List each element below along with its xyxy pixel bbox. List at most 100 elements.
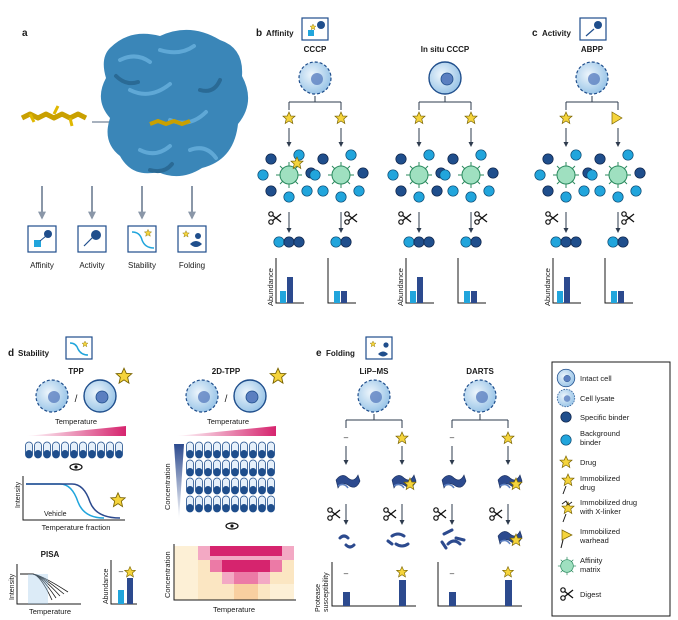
legend: Intact cell Cell lysate Specific binder … — [551, 361, 671, 617]
cell-lysate-icon — [556, 388, 576, 408]
panel-b-title: Affinity — [266, 29, 294, 38]
panel-c-title: Activity — [542, 29, 571, 38]
ylabel-abundance-b2: Abundance — [396, 268, 405, 306]
method-darts: DARTS — [466, 367, 494, 376]
folding-header-icon — [365, 336, 393, 360]
panel-c-letter: c — [532, 28, 538, 39]
bar-insitu-ctrl-bg — [464, 291, 470, 303]
panel-c: c Activity ABPP Abundance — [532, 17, 646, 306]
temperature-wedge — [26, 426, 126, 436]
bar-abpp-ctrl-bg — [611, 291, 617, 303]
darts-bar-vehicle — [449, 592, 456, 606]
panel-a: a — [20, 28, 249, 270]
digest-icon — [433, 507, 447, 521]
bar-cccp-bg — [280, 291, 286, 303]
digest-icon — [489, 507, 503, 521]
legend-label-1: Cell lysate — [580, 394, 615, 403]
panel-e-title: Folding — [326, 349, 355, 358]
drug-icon — [501, 431, 515, 444]
pisa-xlabel: Temperature — [29, 607, 71, 616]
tube-row-tpp — [25, 441, 123, 459]
panel-a-letter: a — [22, 28, 28, 39]
pisa-ylabel: Intensity — [9, 573, 16, 600]
method-cccp: CCCP — [304, 45, 327, 54]
darts-bar-dash: – — [450, 569, 455, 578]
eluted-binders — [273, 236, 482, 248]
affinity-bead-cccp-2 — [309, 149, 369, 203]
eluted-binders-abpp — [550, 236, 629, 248]
activity-header-icon — [579, 17, 607, 41]
digest-icon — [621, 211, 635, 225]
method-lip-ms: LiP–MS — [360, 367, 390, 376]
ylabel-abundance-c: Abundance — [543, 268, 552, 306]
drug-icon — [282, 111, 296, 124]
affinity-bead-abpp-1 — [534, 149, 594, 203]
concentration-wedge — [174, 444, 184, 520]
bar-insitu-ctrl-specific — [471, 291, 477, 303]
pisa-bar-drug — [127, 578, 133, 604]
panel-b-letter: b — [256, 28, 262, 39]
legend-label-4: Drug — [580, 458, 596, 467]
ylabel-protease-2: susceptibility — [323, 572, 330, 612]
affinity-header-icon — [301, 17, 329, 41]
label-affinity: Affinity — [30, 261, 54, 270]
cell-lysate-tpp — [35, 379, 69, 413]
cell-lysate-abpp — [575, 61, 609, 95]
legend-label-6: Immobilized drug — [580, 498, 637, 507]
panel-e: e Folding LiP–MS DARTS – – — [315, 336, 523, 612]
centrifuge-icon — [69, 463, 83, 471]
legend-label-8: Affinity — [580, 556, 603, 565]
drug-icon — [396, 566, 408, 578]
label-activity: Activity — [79, 261, 104, 270]
method-pisa: PISA — [41, 550, 60, 559]
pisa-integrated-area — [28, 574, 48, 604]
ylabel-abundance-b1: Abundance — [266, 268, 275, 306]
drug-molecule — [20, 105, 88, 127]
stability-icon — [127, 225, 157, 253]
tpp-temperature-label: Temperature — [55, 417, 97, 426]
heatmap-ylabel: Concentration — [163, 551, 172, 598]
tpp2d-temperature-label: Temperature — [207, 417, 249, 426]
legend-label-3b: binder — [580, 438, 601, 447]
darts-bar-drug — [505, 580, 512, 606]
legend-label-0: Intact cell — [580, 374, 612, 383]
pisa-bar-vehicle — [118, 590, 124, 604]
bar-insitu-bg — [410, 291, 416, 303]
pisa-vehicle-dash: – — [119, 567, 124, 576]
digest-icon — [344, 211, 358, 225]
protein-folded — [441, 474, 467, 489]
cell-lysate-lip — [357, 379, 391, 413]
bar-cccp-specific — [287, 277, 293, 303]
drug-icon — [115, 367, 133, 384]
digest-icon — [474, 211, 488, 225]
heatmap-xlabel: Temperature — [213, 605, 255, 614]
immobilized-warhead-icon — [560, 529, 573, 549]
bar-cccp-ctrl-specific — [341, 291, 347, 303]
legend-label-2: Specific binder — [580, 413, 630, 422]
activity-icon — [77, 225, 107, 253]
affinity-bead-abpp-2 — [586, 149, 646, 203]
stability-header-icon — [65, 336, 93, 360]
tube-grid-2dtpp — [186, 441, 275, 513]
tpp-vehicle-label: Vehicle — [44, 511, 67, 518]
method-abpp: ABPP — [581, 45, 604, 54]
panel-b: b Affinity CCCP In situ CCCP — [256, 17, 499, 306]
drug-icon — [412, 111, 426, 124]
immobilized-drug-icon — [561, 473, 575, 495]
legend-label-5b: drug — [580, 483, 595, 492]
panel-d: d Stability TPP / Temperature Intensity … — [8, 336, 296, 616]
cell-lysate-2dtpp — [185, 379, 219, 413]
bar-cccp-ctrl-bg — [334, 291, 340, 303]
background-binder-icon — [560, 434, 572, 446]
method-in-situ-cccp: In situ CCCP — [421, 45, 470, 54]
affinity-bead-insitu-2 — [439, 149, 499, 203]
pisa-axes — [16, 564, 81, 605]
intact-cell-icon — [556, 368, 576, 388]
bar-insitu-specific — [417, 277, 423, 303]
panel-d-title: Stability — [18, 349, 50, 358]
protein-structure — [100, 29, 249, 177]
tpp-xlabel: Temperature fraction — [42, 523, 111, 532]
digest-icon — [327, 507, 341, 521]
ylabel-protease-1: Protease — [315, 584, 322, 612]
